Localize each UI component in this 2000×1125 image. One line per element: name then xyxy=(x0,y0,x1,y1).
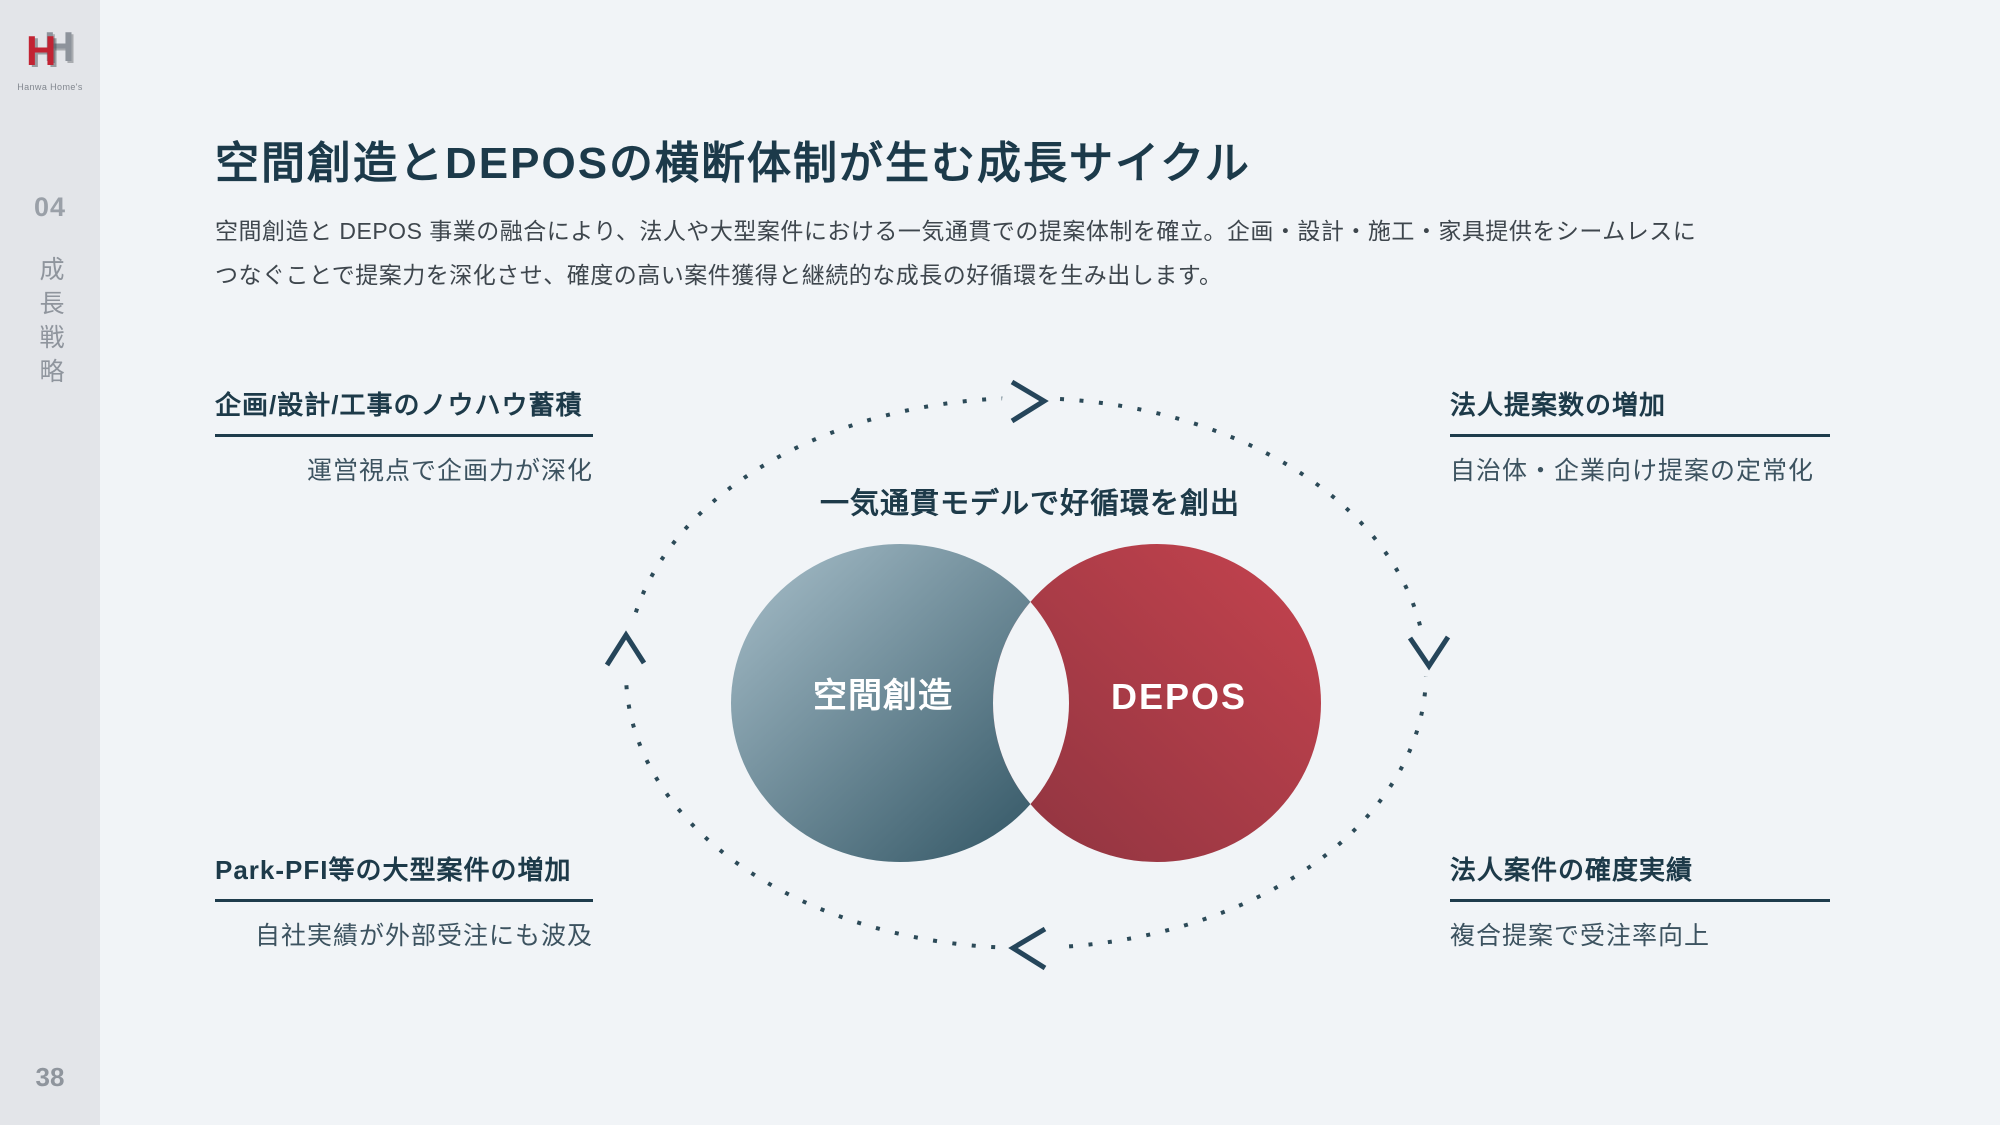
venn-left-label: 空間創造 xyxy=(813,677,953,715)
section-number: 04 xyxy=(33,192,67,222)
cycle-arrow-top-icon xyxy=(1010,379,1049,424)
callout-subtext: 自社実績が外部受注にも波及 xyxy=(254,922,593,950)
callout-top-left: 企画/設計/工事のノウハウ蓄積 運営視点で企画力が深化 xyxy=(215,388,593,487)
venn-left-circle xyxy=(731,544,1069,862)
logo-h-icon: H H xyxy=(0,26,100,78)
slide-title: 空間創造とDEPOSの横断体制が生む成長サイクル xyxy=(215,139,1251,189)
callout-bottom-left: Park-PFI等の大型案件の増加 自社実績が外部受注にも波及 xyxy=(215,853,593,952)
cycle-arrow-left-icon xyxy=(604,630,647,667)
callout-subtext: 複合提案で受注率向上 xyxy=(1450,922,1711,950)
diagram-caption: 一気通貫モデルで好循環を創出 xyxy=(819,488,1241,520)
logo-wordmark: Hanwa Home's xyxy=(17,82,83,92)
company-logo: H H Hanwa Home's xyxy=(0,26,100,93)
callout-bottom-right: 法人案件の確度実績 複合提案で受注率向上 xyxy=(1450,853,1830,952)
page-number: 38 xyxy=(35,1062,65,1092)
callout-heading: Park-PFI等の大型案件の増加 xyxy=(215,853,593,902)
venn-right-circle xyxy=(993,544,1321,862)
callout-heading: 企画/設計/工事のノウハウ蓄積 xyxy=(215,388,593,437)
logo-h-front: H xyxy=(26,27,57,74)
slide-description: 空間創造と DEPOS 事業の融合により、法人や大型案件における一気通貫での提案… xyxy=(215,218,1697,288)
section-title: 成長戦略 xyxy=(36,256,64,392)
venn-right-label: DEPOS xyxy=(1110,676,1248,717)
callout-heading: 法人案件の確度実績 xyxy=(1450,853,1830,902)
cycle-arrow-bottom-icon xyxy=(1008,926,1047,971)
cycle-arrow-right-icon xyxy=(1407,635,1451,671)
callout-heading: 法人提案数の増加 xyxy=(1450,388,1830,437)
logo-h-back: H xyxy=(44,23,75,70)
sidebar: H H Hanwa Home's 04 成長戦略 38 xyxy=(0,0,100,1125)
callout-subtext: 運営視点で企画力が深化 xyxy=(306,457,593,485)
callout-subtext: 自治体・企業向け提案の定常化 xyxy=(1450,457,1815,485)
ring-arrow-gaps xyxy=(600,375,1455,974)
callout-top-right: 法人提案数の増加 自治体・企業向け提案の定常化 xyxy=(1450,388,1830,487)
